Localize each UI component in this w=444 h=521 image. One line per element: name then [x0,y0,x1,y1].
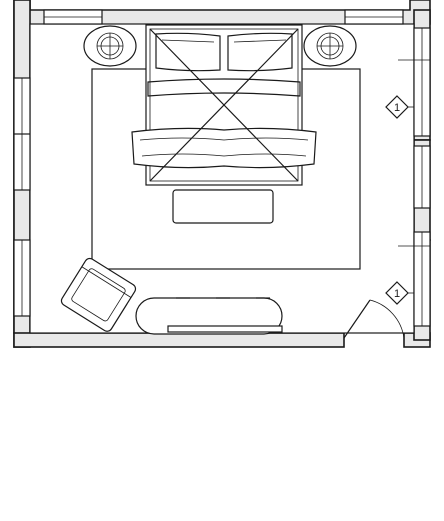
nightstand-left [83,25,137,67]
bed-x-line-2 [149,28,299,182]
north-windows [43,9,404,25]
east-windows [413,27,431,327]
console-body [135,297,283,335]
pillow-left [155,32,221,72]
pillow-right [227,32,293,72]
bed [131,24,317,186]
television [167,325,283,333]
window-tag-upper-label: 1 [394,102,400,114]
window-tag-upper: 1 [385,59,430,119]
window-tag-lower-label: 1 [394,288,400,300]
armchair [60,257,137,332]
media-console [135,297,283,335]
west-windows [13,77,31,317]
bed-throw [131,127,317,169]
door-leaf [343,299,371,339]
nightstand-right [303,25,357,67]
window-tag-lower: 1 [385,245,430,305]
door [343,299,405,339]
bed-bench [172,189,274,224]
south-wall [13,332,345,348]
door-swing-arc [369,299,405,339]
